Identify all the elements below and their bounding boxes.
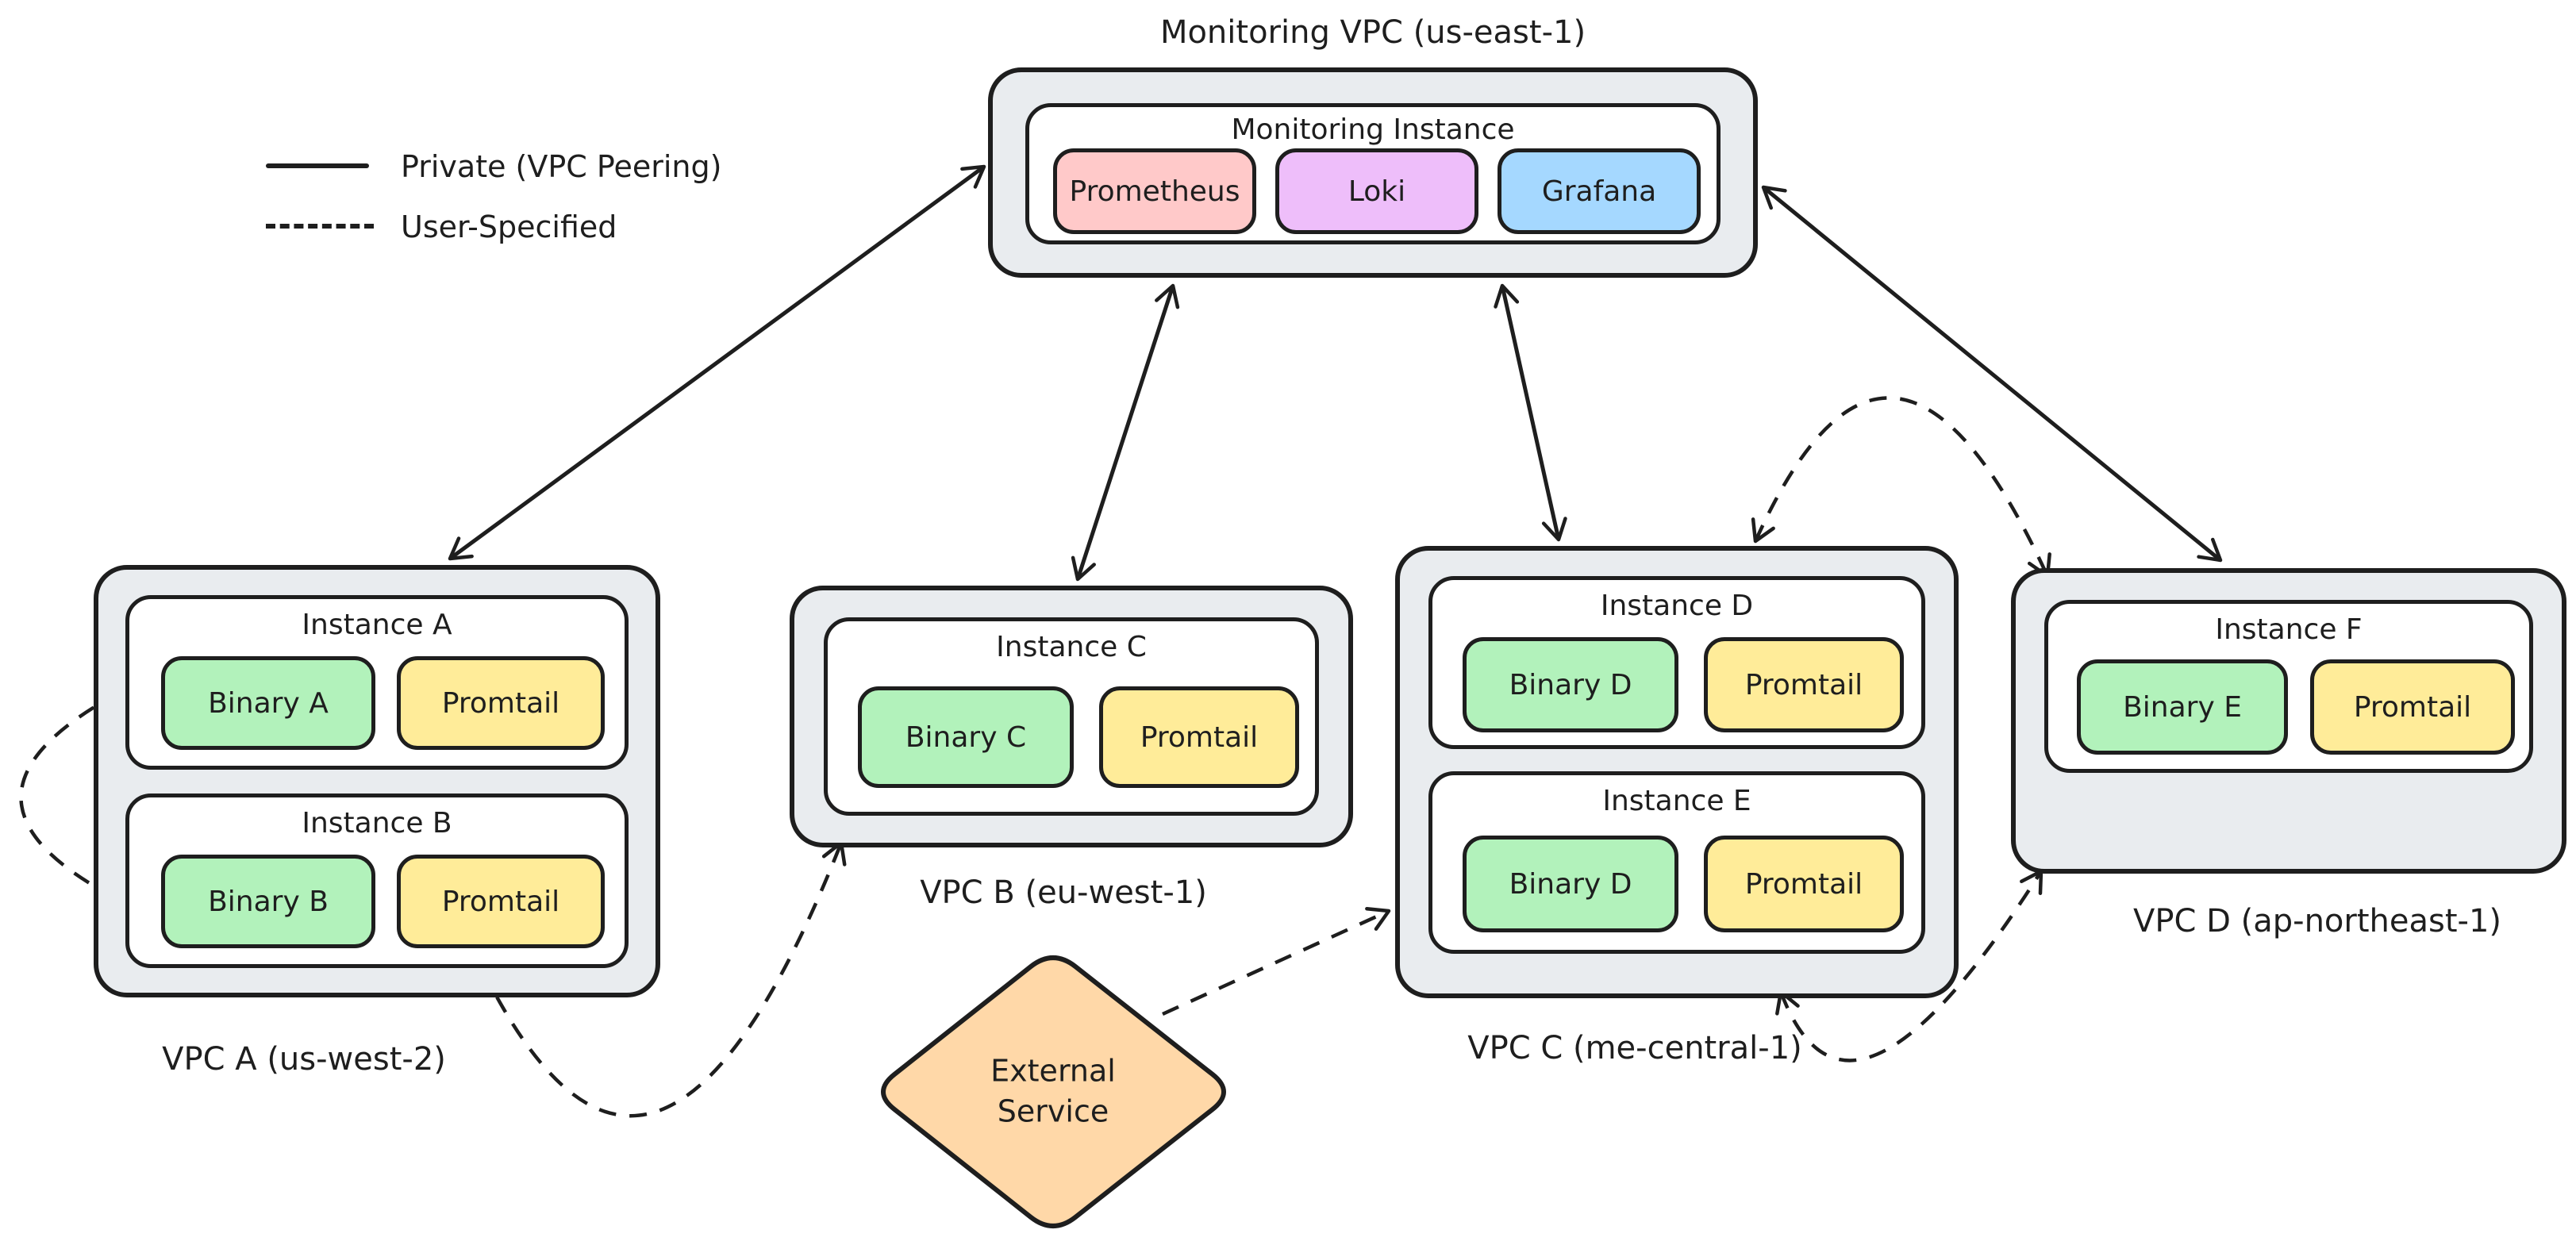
monitoring-instance-box: Monitoring Instance Prometheus Loki Graf…	[1025, 103, 1721, 244]
instance-e-title: Instance E	[1602, 785, 1751, 817]
legend-solid-line	[266, 163, 369, 168]
vpc-b-box: Instance C Binary C Promtail	[790, 586, 1353, 847]
external-service-label-line1: External	[990, 1053, 1116, 1089]
instance-b-box: Instance B Binary B Promtail	[125, 793, 629, 968]
external-service-label-line2: Service	[997, 1094, 1109, 1129]
external-service-node	[881, 955, 1226, 1228]
instance-f-title: Instance F	[2215, 613, 2363, 646]
instance-c-box: Instance C Binary C Promtail	[824, 617, 1319, 816]
binary-e-instance-chip: Binary D	[1463, 836, 1678, 932]
instance-c-title: Instance C	[996, 631, 1147, 663]
edge-vpc-c-vpc-d-bottom	[1775, 869, 2043, 1062]
promtail-chip-e: Promtail	[1704, 836, 1904, 932]
edge-monitoring-vpc-d	[1761, 185, 2223, 563]
vpc-a-box: Instance A Binary A Promtail Instance B …	[94, 565, 660, 997]
promtail-chip-d: Promtail	[1704, 637, 1904, 732]
edge-external-vpc-c	[1162, 906, 1391, 1016]
service-loki: Loki	[1275, 148, 1478, 234]
edge-instance-a-instance-b	[19, 689, 125, 905]
promtail-chip-b: Promtail	[397, 855, 605, 948]
edge-monitoring-vpc-a	[448, 164, 986, 561]
service-grafana: Grafana	[1498, 148, 1701, 234]
binary-d-chip: Binary D	[1463, 637, 1678, 732]
instance-d-box: Instance D Binary D Promtail	[1428, 576, 1925, 749]
vpc-a-label: VPC A (us-west-2)	[162, 1041, 446, 1078]
instance-e-box: Instance E Binary D Promtail	[1428, 771, 1925, 954]
vpc-c-label: VPC C (me-central-1)	[1467, 1030, 1802, 1066]
vpc-d-label: VPC D (ap-northeast-1)	[2132, 903, 2502, 940]
binary-b-chip: Binary B	[161, 855, 375, 948]
promtail-chip-a: Promtail	[397, 656, 605, 750]
external-service-label: External Service	[990, 1051, 1116, 1133]
edge-vpc-a-vpc-b	[479, 840, 847, 1118]
binary-c-chip: Binary C	[858, 686, 1074, 788]
service-prometheus: Prometheus	[1053, 148, 1256, 234]
binary-a-chip: Binary A	[161, 656, 375, 750]
instance-a-title: Instance A	[302, 609, 452, 641]
edge-monitoring-vpc-b	[1071, 283, 1180, 582]
vpc-c-box: Instance D Binary D Promtail Instance E …	[1395, 546, 1959, 998]
vpc-b-label: VPC B (eu-west-1)	[920, 874, 1207, 911]
promtail-chip-f: Promtail	[2310, 659, 2515, 755]
promtail-chip-c: Promtail	[1099, 686, 1299, 788]
legend-dashed-line	[266, 224, 374, 229]
instance-b-title: Instance B	[302, 807, 452, 840]
monitoring-instance-title: Monitoring Instance	[1231, 113, 1515, 146]
monitoring-vpc-box: Monitoring Instance Prometheus Loki Graf…	[988, 67, 1758, 278]
legend-private-label: Private (VPC Peering)	[401, 149, 722, 184]
instance-a-box: Instance A Binary A Promtail	[125, 595, 629, 770]
instance-d-title: Instance D	[1600, 590, 1754, 622]
legend-user-specified-label: User-Specified	[401, 209, 617, 244]
instance-f-box: Instance F Binary E Promtail	[2044, 600, 2533, 773]
binary-e-chip: Binary E	[2077, 659, 2288, 755]
vpc-d-box: Instance F Binary E Promtail	[2011, 568, 2566, 874]
monitoring-vpc-title: Monitoring VPC (us-east-1)	[1159, 14, 1586, 51]
edge-monitoring-vpc-c	[1494, 283, 1567, 542]
